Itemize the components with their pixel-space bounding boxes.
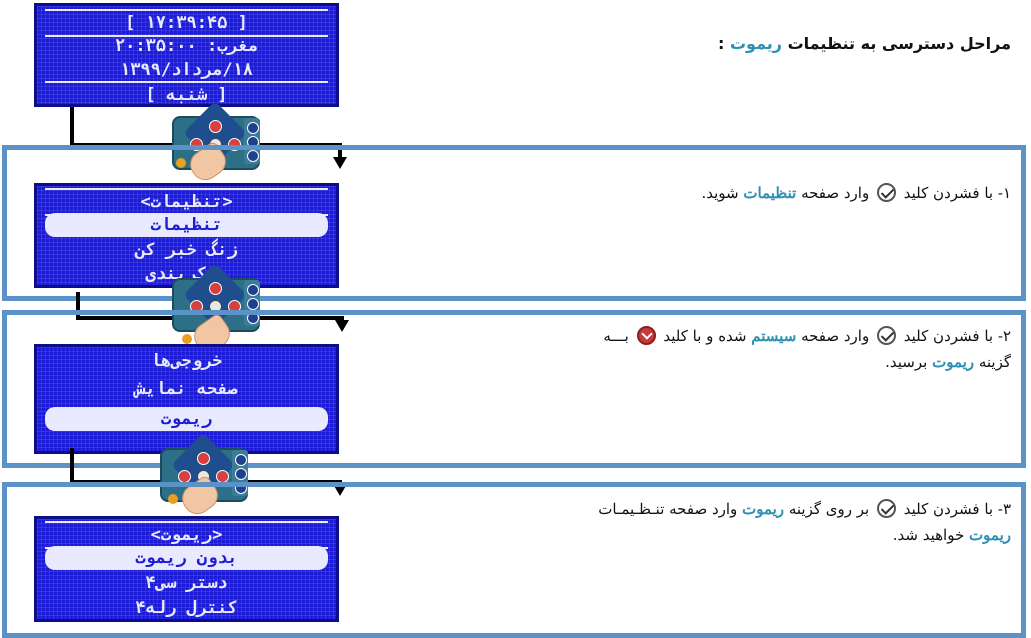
connector-line	[70, 107, 74, 147]
step2-text-part: برسید.	[885, 353, 928, 371]
remote-side-button	[247, 298, 259, 310]
lcd-menu-header: <ریموت>	[45, 521, 328, 549]
step2-lcd-screen: خروجی‌ها صفحه نمایش ریموت	[34, 344, 339, 454]
hand-cuff-icon	[182, 334, 192, 344]
hand-cuff-icon	[168, 494, 178, 504]
remote-up-button	[209, 120, 222, 133]
lcd-menu-item-selected: ریموت	[45, 407, 328, 431]
check-key-icon	[877, 499, 896, 518]
remote-control-image	[172, 263, 292, 358]
lcd-maghrib-line: مغرب: ۲۰:۳۵:۰۰	[114, 36, 259, 56]
step3-text-part: ۳- با فشردن کلید	[903, 500, 1011, 518]
step3-text-line1: ۳- با فشردن کلید بر روی گزینه ریموت وارد…	[411, 496, 1011, 522]
step2-text: ۲- با فشردن کلید وارد صفحه سیستم شده و ب…	[411, 323, 1011, 375]
step2-text-part: شده و با کلید	[663, 327, 747, 345]
step2-text-line1: ۲- با فشردن کلید وارد صفحه سیستم شده و ب…	[411, 323, 1011, 349]
step1-highlight: تنظیمات	[743, 184, 797, 202]
title-suffix: :	[717, 34, 730, 53]
arrow-down-icon	[335, 320, 349, 332]
remote-side-button	[235, 454, 247, 466]
connector-line	[70, 448, 74, 484]
lcd-menu-header: <تنظیمات>	[45, 188, 328, 216]
remote-side-button	[247, 150, 259, 162]
hand-cuff-icon	[176, 158, 186, 168]
step2-text-line2: گزینه ریموت برسید.	[411, 349, 1011, 375]
title-highlight: ریموت	[729, 34, 783, 53]
remote-up-button	[197, 452, 210, 465]
lcd-menu-item: زنگ خبر کن	[135, 240, 238, 260]
lcd-menu-item: دستر سی۴	[145, 573, 228, 593]
connector-line	[338, 143, 342, 159]
step3-text-part: بر روی گزینه	[788, 500, 870, 518]
down-key-icon	[636, 326, 656, 345]
step1-frame	[2, 145, 1026, 301]
step3-text-line2: ریموت خواهید شد.	[411, 522, 1011, 548]
step1-text-part: شوید.	[701, 184, 739, 202]
lcd-day-line: [ شنبه ]	[45, 81, 328, 104]
lcd-time-line: [ ۱۷:۳۹:۴۵ ]	[45, 9, 328, 37]
remote-side-button	[247, 284, 259, 296]
arrow-down-icon	[333, 484, 347, 496]
check-key-icon	[877, 326, 896, 345]
step3-highlight-remote-2: ریموت	[969, 526, 1011, 544]
step2-text-part: بـــه	[603, 327, 629, 345]
lcd-menu-item-selected: بدون ریموت	[45, 546, 328, 570]
step2-text-part: وارد صفحه	[801, 327, 870, 345]
title-prefix: مراحل دسترسی به تنظیمات	[787, 34, 1011, 53]
lcd-menu-item: صفحه نمایش	[135, 379, 238, 399]
remote-up-button	[209, 282, 222, 295]
step3-highlight-remote: ریموت	[742, 500, 785, 518]
step2-text-part: ۲- با فشردن کلید	[903, 327, 1011, 345]
step3-text: ۳- با فشردن کلید بر روی گزینه ریموت وارد…	[411, 496, 1011, 548]
lcd-menu-item-selected: تنظیمات	[45, 213, 328, 237]
step2-highlight-remote: ریموت	[932, 353, 975, 371]
step2-frame	[2, 310, 1026, 468]
step2-text-part: گزینه	[978, 353, 1011, 371]
step1-text-part: وارد صفحه	[801, 184, 870, 202]
arrow-down-icon	[333, 157, 347, 169]
step1-text: ۱- با فشردن کلید وارد صفحه تنظیمات شوید.	[411, 180, 1011, 206]
step1-text-part: ۱- با فشردن کلید	[903, 184, 1011, 202]
lcd-date-line: ۱۸/مرداد/۱۳۹۹	[119, 60, 254, 80]
page-title: مراحل دسترسی به تنظیمات ریموت :	[718, 34, 1011, 53]
connector-line	[340, 316, 344, 322]
remote-side-button	[247, 122, 259, 134]
step3-frame	[2, 482, 1026, 638]
check-key-icon	[877, 183, 896, 202]
status-lcd-screen: [ ۱۷:۳۹:۴۵ ] مغرب: ۲۰:۳۵:۰۰ ۱۸/مرداد/۱۳۹…	[34, 3, 339, 107]
step3-text-part: وارد صفحه تنـظـیمـات	[598, 500, 738, 518]
remote-side-button	[235, 468, 247, 480]
step3-text-part: خواهید شد.	[892, 526, 965, 544]
step3-lcd-screen: <ریموت> بدون ریموت دستر سی۴ کنترل رله۴	[34, 516, 339, 622]
lcd-menu-item: خروجی‌ها	[150, 351, 223, 371]
connector-line	[76, 292, 80, 320]
lcd-menu-item: کنترل رله۴	[135, 598, 238, 618]
step2-highlight-system: سیستم	[751, 327, 797, 345]
